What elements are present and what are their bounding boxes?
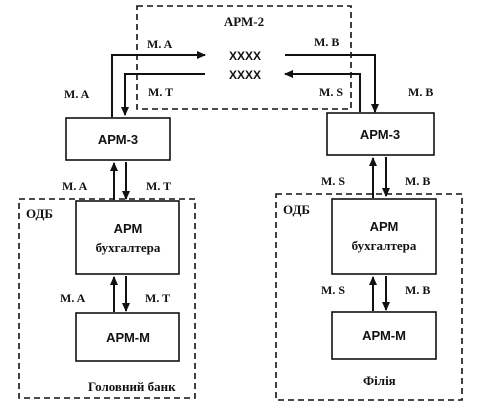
- left-odb-region: [18, 198, 196, 399]
- left-accountant-line1: АРМ: [114, 221, 143, 236]
- right-caption: Філія: [363, 373, 396, 388]
- left-armm-label: АРМ-М: [106, 330, 150, 345]
- right-link1-down-label: M. B: [405, 174, 430, 188]
- left-arm3-label: АРМ-3: [98, 132, 138, 147]
- right-outer-label: M. B: [408, 85, 433, 99]
- right-to-arm2-arrow: [284, 70, 361, 112]
- left-to-arm2-arrow: [111, 51, 206, 117]
- left-outer-label: M. A: [64, 87, 90, 101]
- right-odb-label: ОДБ: [283, 202, 310, 217]
- arm2-region: [136, 5, 352, 110]
- right-arm3-label: АРМ-3: [360, 127, 400, 142]
- right-odb-region: [275, 193, 463, 401]
- left-accountant-line2: бухгалтера: [96, 240, 161, 255]
- right-link2-up-label: M. S: [321, 283, 345, 297]
- arm2-label-in-left: M. A: [147, 37, 173, 51]
- arm2-label-in-right: M. S: [319, 85, 343, 99]
- right-armm-box: [331, 311, 437, 360]
- right-accountant-line2: бухгалтера: [352, 238, 417, 253]
- left-odb-label: ОДБ: [26, 206, 53, 221]
- right-arm3-box: [326, 112, 435, 156]
- left-link1-up-label: M. A: [62, 179, 88, 193]
- left-link2-up-label: M. A: [60, 291, 86, 305]
- right-accountant-box: [331, 198, 437, 275]
- arm2-to-right-arrow: [285, 54, 379, 113]
- right-accountant-line1: АРМ: [370, 219, 399, 234]
- arm2-to-left-arrow: [121, 73, 205, 116]
- right-link2-down-label: M. B: [405, 283, 430, 297]
- left-accountant-box: [75, 200, 180, 275]
- left-arm3-box: [65, 117, 171, 161]
- arm2-label-out-right: M. B: [314, 35, 339, 49]
- left-armm-box: [75, 312, 180, 362]
- arm2-label-out-left: M. T: [148, 85, 173, 99]
- arm2-code-bottom: XXXX: [229, 68, 261, 82]
- left-caption: Головний банк: [88, 379, 176, 394]
- right-armm-label: АРМ-М: [362, 328, 406, 343]
- left-link2-down-label: M. T: [145, 291, 170, 305]
- arm2-title: АРМ-2: [224, 14, 264, 29]
- right-link1-up-label: M. S: [321, 174, 345, 188]
- left-link1-down-label: M. T: [146, 179, 171, 193]
- arm2-code-top: XXXX: [229, 49, 261, 63]
